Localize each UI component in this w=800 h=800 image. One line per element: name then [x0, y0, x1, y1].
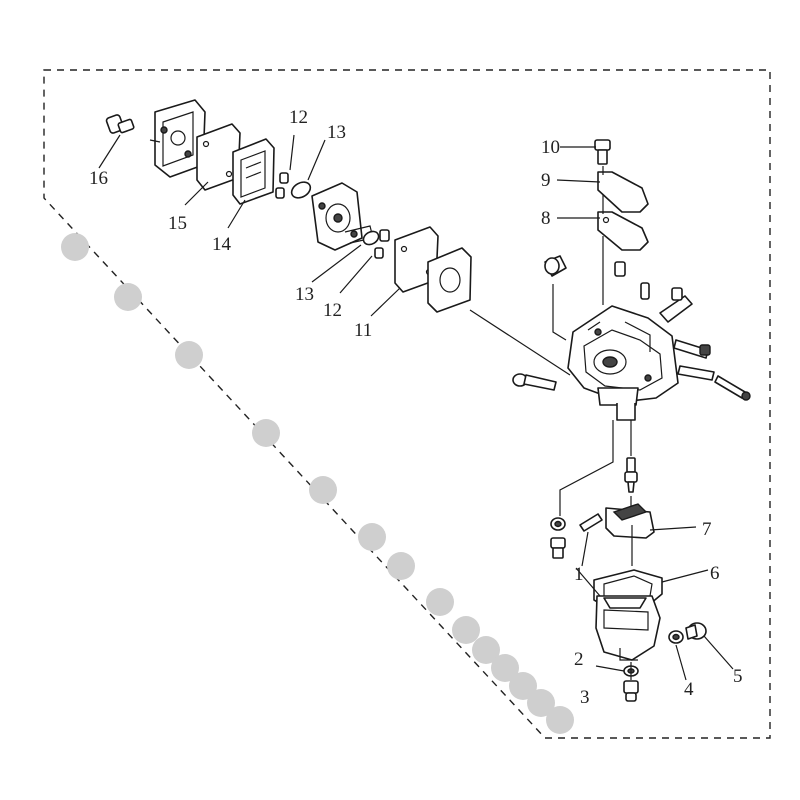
part-12-upper-screw — [275, 172, 289, 199]
part-3-drain-bolt — [623, 680, 639, 702]
part-8-gasket-plate — [597, 211, 649, 251]
callout-5: 5 — [733, 666, 743, 687]
part-13-upper-oring — [290, 181, 312, 199]
callout-12-upper: 12 — [289, 107, 308, 128]
leader-lines-top — [556, 146, 604, 305]
leader-lines-upper — [98, 134, 571, 376]
leader-jet — [559, 420, 632, 516]
callout-13-upper: 13 — [327, 122, 346, 143]
intake-plate — [427, 247, 472, 313]
callout-13-lower: 13 — [295, 284, 314, 305]
part-9-cover-plate — [597, 171, 649, 213]
part-1-pin — [579, 513, 603, 532]
leader-lines-lower — [575, 525, 734, 681]
callout-11: 11 — [354, 320, 372, 341]
callout-14: 14 — [212, 234, 232, 255]
adjust-screws — [544, 255, 650, 300]
washer-left — [550, 517, 566, 531]
part-12-lower-screw — [374, 247, 384, 259]
callout-12-lower: 12 — [323, 300, 342, 321]
side-screw — [512, 373, 557, 391]
allen-key — [552, 284, 567, 341]
callout-15: 15 — [168, 213, 187, 234]
callout-3: 3 — [580, 687, 590, 708]
callout-8: 8 — [541, 208, 551, 229]
callout-7: 7 — [702, 519, 712, 540]
throttle-shaft — [659, 287, 751, 401]
part-4-washer — [668, 630, 684, 644]
main-jet — [624, 457, 638, 493]
callout-4: 4 — [684, 679, 694, 700]
callout-10: 10 — [541, 137, 560, 158]
part-14-gasket — [232, 138, 275, 205]
part-5-drain-screw — [685, 622, 707, 640]
callout-9: 9 — [541, 170, 551, 191]
drain-nut-left — [550, 537, 566, 559]
carburetor-body — [567, 305, 679, 421]
part-16-screw — [105, 114, 135, 134]
callout-2: 2 — [574, 649, 584, 670]
watermark-dots — [61, 233, 574, 734]
dashed-frame — [43, 69, 771, 739]
callout-1: 1 — [574, 564, 584, 585]
callout-16: 16 — [89, 168, 108, 189]
part-13-lower-oring — [362, 230, 380, 246]
callout-6: 6 — [710, 563, 720, 584]
pump-body — [311, 182, 390, 251]
part-10-screw — [594, 139, 611, 165]
part-7-float — [605, 503, 655, 539]
float-bowl — [595, 595, 661, 661]
